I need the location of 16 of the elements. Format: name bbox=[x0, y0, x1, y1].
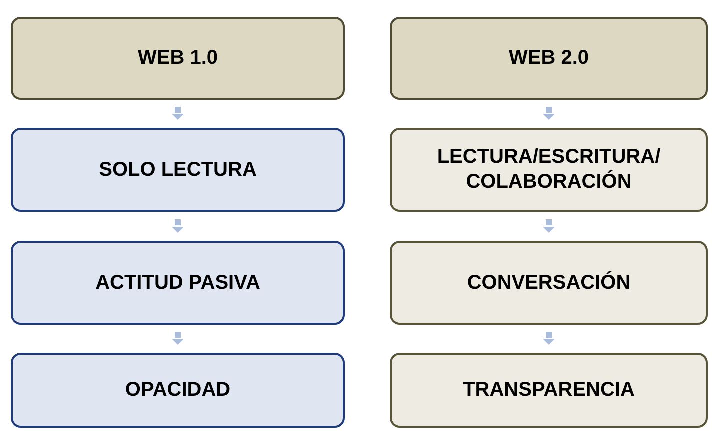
box-label: SOLO LECTURA bbox=[99, 158, 257, 182]
box-label: LECTURA/ESCRITURA/ COLABORACIÓN bbox=[436, 145, 662, 195]
box-label: OPACIDAD bbox=[125, 378, 231, 403]
box-label: WEB 2.0 bbox=[508, 46, 590, 71]
box-label: TRANSPARENCIA bbox=[463, 378, 635, 403]
process-box bbox=[11, 353, 345, 428]
process-box bbox=[390, 353, 708, 428]
box-label: CONVERSACIÓN bbox=[467, 270, 631, 296]
box-label: ACTITUD PASIVA bbox=[96, 270, 260, 296]
process-box bbox=[390, 128, 708, 212]
process-box bbox=[11, 128, 345, 212]
process-box bbox=[11, 241, 345, 325]
heading-box bbox=[11, 17, 345, 100]
heading-box bbox=[390, 17, 708, 100]
box-label: WEB 1.0 bbox=[138, 46, 218, 71]
process-box bbox=[390, 241, 708, 325]
